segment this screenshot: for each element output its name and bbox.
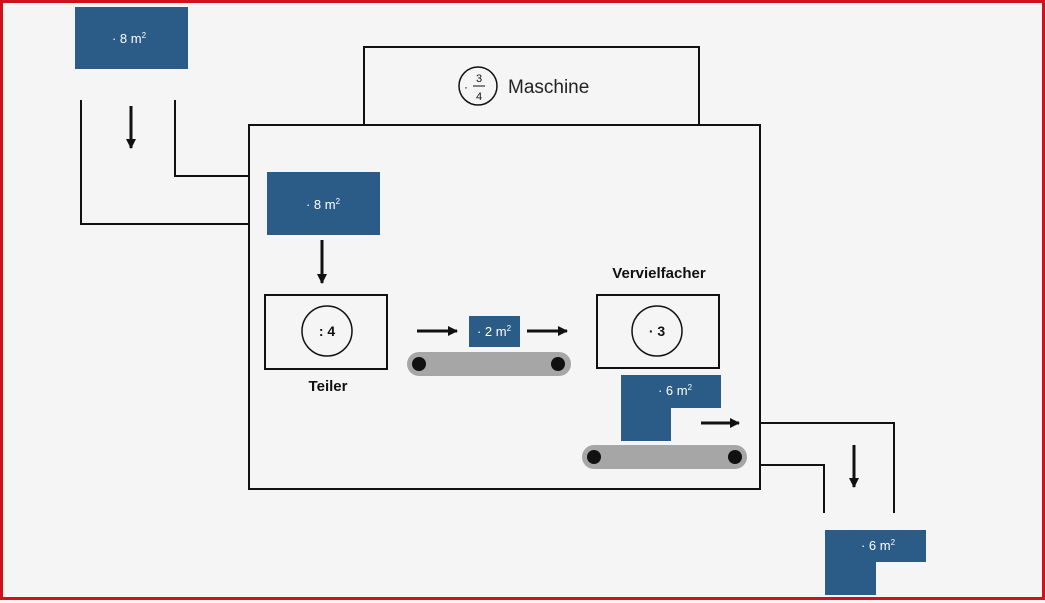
- input-area-label: · 8 m2: [112, 31, 147, 46]
- belt-area-block: [469, 316, 520, 347]
- divider-operation: : 4: [319, 323, 336, 339]
- machine-main-box: [248, 124, 761, 490]
- result-area-block: [621, 375, 721, 441]
- multiplier-label: Vervielfacher: [612, 265, 706, 282]
- divider-operation-icon: [301, 305, 353, 357]
- divider-label: Teiler: [309, 378, 348, 395]
- input-chute: [80, 100, 249, 225]
- output-area-block: [825, 530, 926, 595]
- divider-box: [264, 294, 388, 370]
- conveyor-belt-1: [407, 352, 571, 376]
- input-area-block: [75, 7, 188, 69]
- belt-area-label: · 2 m2: [477, 324, 512, 339]
- machine-factor-icon: · 3 4: [458, 66, 498, 106]
- inner-area-block: [267, 172, 380, 235]
- multiplier-operation: · 3: [649, 323, 666, 339]
- machine-label: Maschine: [508, 77, 589, 98]
- svg-text:·: ·: [464, 80, 468, 94]
- svg-text:3: 3: [476, 73, 482, 85]
- inner-area-label: · 8 m2: [306, 197, 341, 212]
- output-chute: [760, 422, 895, 513]
- svg-text:4: 4: [476, 91, 482, 103]
- multiplier-operation-icon: [631, 305, 683, 357]
- output-area-label: · 6 m2: [861, 538, 896, 553]
- machine-diagram: · 8 m2 · 3 4 Maschine · 8 m2 : 4 Teiler …: [75, 7, 926, 595]
- result-area-label: · 6 m2: [658, 383, 693, 398]
- machine-housing-top: [363, 46, 700, 125]
- multiplier-box: [596, 294, 720, 369]
- conveyor-belt-2: [582, 445, 747, 469]
